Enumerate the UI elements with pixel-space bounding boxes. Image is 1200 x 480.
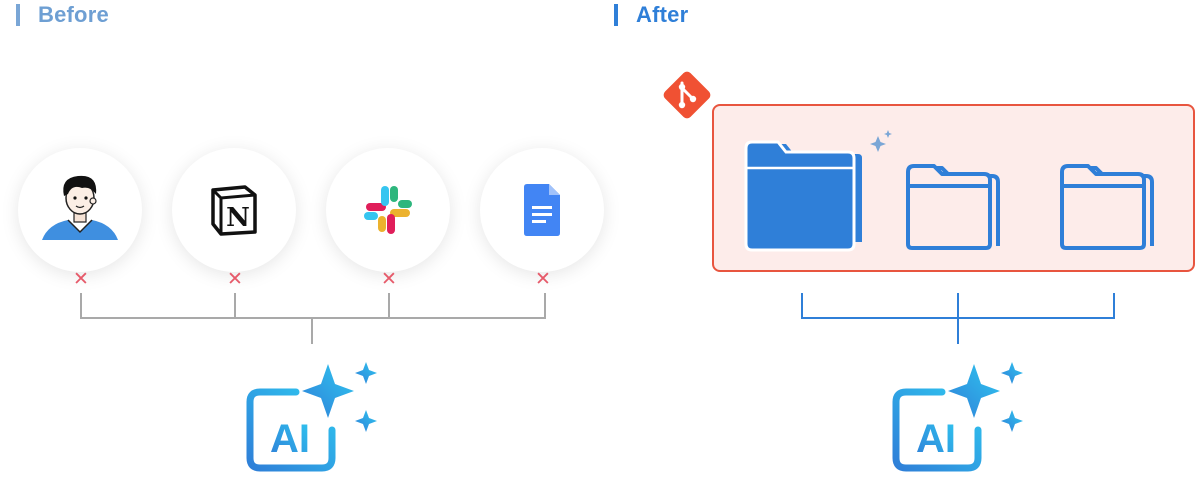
ai-text: AI	[916, 417, 956, 461]
ai-sparkle-icon: AI	[892, 362, 1023, 472]
folder-outline-icon	[1060, 164, 1154, 250]
after-section-label: After	[614, 0, 688, 30]
after-label-bar	[614, 4, 618, 26]
person-avatar-icon	[42, 175, 118, 240]
slack-icon	[364, 186, 412, 234]
before-label-text: Before	[38, 2, 109, 27]
after-label-text: After	[636, 2, 689, 27]
folder-filled-icon	[744, 130, 892, 252]
before-label-bar	[16, 4, 20, 26]
before-connector-lines	[80, 293, 546, 344]
tool-google-docs	[480, 148, 604, 272]
notion-icon: N	[211, 185, 257, 236]
ai-sparkle-icon: AI	[246, 362, 377, 472]
disconnected-x-mark: ✕	[73, 269, 89, 290]
ai-text: AI	[270, 417, 310, 461]
disconnected-x-mark: ✕	[535, 269, 551, 290]
tool-notion: N	[172, 148, 296, 272]
tool-slack	[326, 148, 450, 272]
after-connector-lines	[801, 293, 1115, 344]
disconnected-x-mark: ✕	[227, 269, 243, 290]
git-icon	[663, 71, 711, 119]
before-section-label: Before	[16, 0, 109, 30]
disconnected-x-mark: ✕	[381, 269, 397, 290]
notion-glyph: N	[226, 203, 250, 233]
tool-person-avatar	[18, 148, 142, 272]
google-docs-icon	[524, 184, 560, 236]
folder-outline-icon	[906, 164, 1000, 250]
